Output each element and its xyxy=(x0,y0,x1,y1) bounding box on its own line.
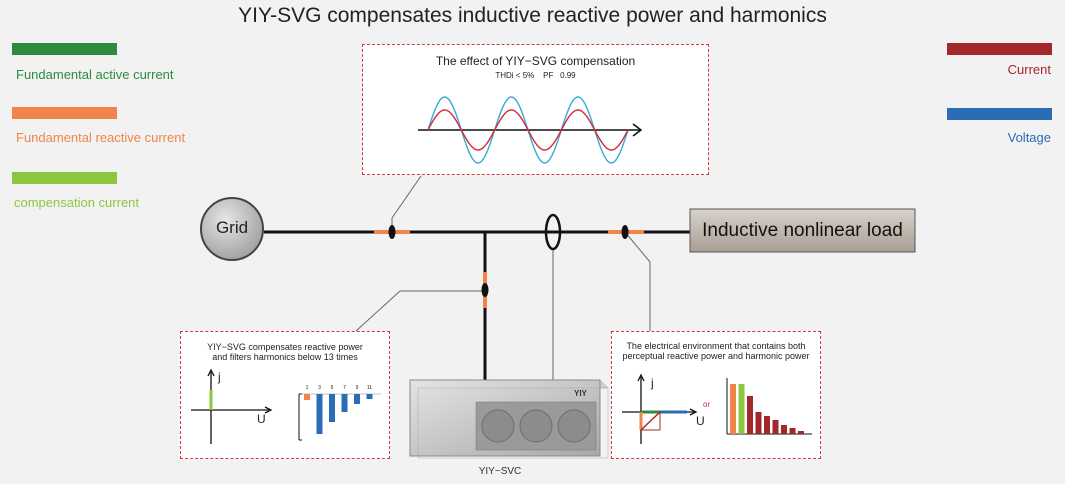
right-harmonic-bar xyxy=(781,425,787,434)
right-harmonic-bar xyxy=(798,431,804,434)
effect-box-title: The effect of YIY−SVG compensation xyxy=(435,54,636,68)
right-harmonic-bar xyxy=(772,420,779,434)
thd-label: THDi < 5% xyxy=(495,71,535,80)
right-phasor-chart xyxy=(622,373,812,444)
legend-swatch-current xyxy=(947,43,1052,55)
load-box xyxy=(689,208,916,253)
left-harmonic-bar xyxy=(329,394,335,422)
grid-circle-icon xyxy=(200,197,264,261)
waveform-plot xyxy=(418,96,643,164)
left-harmonic-bar xyxy=(316,394,323,434)
pf-label: PF xyxy=(543,71,554,80)
legend-label-current: Current xyxy=(1007,62,1051,77)
device-brand: YIY xyxy=(574,389,587,398)
legend-swatch-compensation xyxy=(12,172,117,184)
right-j-arrow-icon xyxy=(637,373,645,382)
right-current-vector xyxy=(640,411,661,431)
left-harmonic-order-label: 1 xyxy=(306,385,309,391)
right-harmonic-bar xyxy=(789,428,796,434)
left-harmonic-bar xyxy=(341,394,348,412)
right-voltage-vector xyxy=(659,410,687,414)
legend-label-reactive: Fundamental reactive current xyxy=(16,130,186,145)
effect-box-metrics: THDi < 5% PF 0.99 xyxy=(363,71,708,80)
left-harmonic-bar xyxy=(304,394,310,400)
right-reactive-vector xyxy=(639,412,643,430)
time-axis-arrow-icon xyxy=(632,123,643,137)
left-harmonic-bar xyxy=(354,394,360,404)
left-caption-line1: YIY−SVG compensates reactive power xyxy=(207,342,363,352)
right-harmonic-bar xyxy=(764,416,770,434)
svc-device-icon xyxy=(409,379,609,459)
legend-swatch-voltage xyxy=(947,108,1052,120)
effect-box: The effect of YIY−SVG compensation THDi … xyxy=(362,44,709,175)
left-caption-line2: and filters harmonics below 13 times xyxy=(212,352,358,362)
left-u-label: U xyxy=(257,412,266,426)
left-harmonic-order-label: 3 xyxy=(318,385,321,391)
left-analysis-box: YIY−SVG compensates reactive power and f… xyxy=(180,331,390,459)
left-harmonic-order-label: 9 xyxy=(356,385,359,391)
diagram-title: YIY-SVG compensates inductive reactive p… xyxy=(238,4,827,27)
sensor-dot-branch xyxy=(481,283,489,297)
left-harmonic-order-label: 7 xyxy=(343,385,346,391)
right-u-arrow-icon xyxy=(689,408,698,416)
left-u-arrow-icon xyxy=(264,406,273,414)
right-or-label: or xyxy=(703,400,711,409)
legend-swatch-reactive xyxy=(12,107,117,119)
pf-value: 0.99 xyxy=(560,71,576,80)
device-label: YIY−SVC xyxy=(478,466,522,477)
legend-swatch-active xyxy=(12,43,117,55)
right-caption-line2: perceptual reactive power and harmonic p… xyxy=(622,351,810,361)
leader-line-right xyxy=(624,231,651,263)
right-u-label: U xyxy=(696,414,705,428)
legend-label-voltage: Voltage xyxy=(1007,130,1051,145)
right-caption-line1: The electrical environment that contains… xyxy=(626,341,806,351)
left-compensation-vector xyxy=(209,390,213,410)
right-harmonic-bar xyxy=(747,396,753,434)
current-transformer-icon xyxy=(544,213,562,251)
current-waveform xyxy=(427,109,629,151)
leader-line-effect-2 xyxy=(391,175,422,219)
sensor-dot-load xyxy=(621,225,629,239)
left-j-label: j xyxy=(218,370,221,384)
load-label: Inductive nonlinear load xyxy=(702,220,903,241)
legend-label-compensation: compensation current xyxy=(14,195,140,210)
left-j-arrow-icon xyxy=(207,368,215,377)
right-j-label: j xyxy=(651,376,654,390)
leader-line-left-2 xyxy=(355,290,401,332)
left-harmonic-order-label: 5 xyxy=(331,385,334,391)
legend-label-active: Fundamental active current xyxy=(16,67,174,82)
grid-label: Grid xyxy=(215,218,249,237)
left-harmonic-bar xyxy=(366,394,373,399)
right-active-vector xyxy=(641,410,659,414)
left-harmonic-order-label: 11 xyxy=(367,385,372,391)
right-harmonic-bar xyxy=(730,384,736,434)
right-analysis-box: The electrical environment that contains… xyxy=(611,331,821,459)
right-harmonic-bar xyxy=(738,384,745,434)
right-harmonic-bar xyxy=(755,412,762,434)
left-phasor-chart: 1 3 5 7 9 11 xyxy=(191,368,381,444)
sensor-dot-grid xyxy=(388,225,396,239)
